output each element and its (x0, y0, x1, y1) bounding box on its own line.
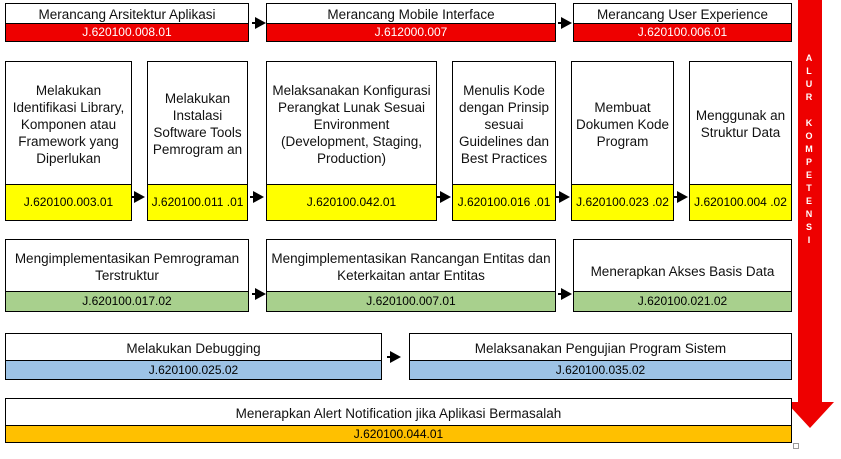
unit-title: Melakukan Identifikasi Library, Komponen… (12, 82, 125, 166)
unit-box-row1-3: Merancang User Experience J.620100.006.0… (573, 3, 792, 42)
unit-code: J.620100.017.02 (6, 291, 248, 311)
unit-title: Menulis Kode dengan Prinsip sesuai Guide… (458, 82, 550, 166)
flow-arrow (387, 351, 401, 363)
unit-box-row2-3: Melaksanakan Konfigurasi Perangkat Lunak… (266, 61, 437, 221)
unit-box-row4-1: Melakukan Debugging J.620100.025.02 (5, 333, 382, 380)
unit-code: J.620100.023 .02 (572, 184, 673, 220)
unit-code: J.620100.006.01 (574, 23, 791, 41)
side-label-letter: U (805, 79, 813, 89)
flow-arrow (252, 17, 266, 29)
side-label-letter: R (805, 92, 813, 102)
side-label-letter: T (806, 183, 812, 193)
flow-arrow (250, 191, 264, 203)
resize-handle[interactable] (793, 443, 799, 449)
unit-title: Merancang Arsitektur Aplikasi (38, 7, 216, 22)
side-label-letter: N (805, 209, 813, 219)
side-label-letter: E (805, 170, 812, 180)
unit-box-row3-1: Mengimplementasikan Pemrograman Terstruk… (5, 239, 249, 312)
side-label-letter: L (806, 66, 812, 76)
side-label-letter: M (805, 144, 813, 154)
alur-kompetensi-arrow (786, 0, 834, 428)
unit-title: Mengimplementasikan Rancangan Entitas da… (271, 250, 551, 283)
unit-title: Membuat Dokumen Kode Program (575, 99, 670, 149)
unit-title: Menggunak an Struktur Data (695, 108, 786, 140)
unit-code: J.620100.008.01 (6, 23, 248, 41)
unit-title: Mengimplementasikan Pemrograman Terstruk… (14, 250, 240, 283)
flow-arrow (131, 191, 145, 203)
unit-box-row2-6: Menggunak an Struktur Data J.620100.004 … (689, 61, 792, 221)
unit-title: Melakukan Instalasi Software Tools Pemro… (152, 91, 243, 157)
unit-box-row2-4: Menulis Kode dengan Prinsip sesuai Guide… (452, 61, 556, 221)
unit-code: J.620100.007.01 (267, 291, 555, 311)
flow-arrow (252, 288, 266, 300)
unit-box-row2-2: Melakukan Instalasi Software Tools Pemro… (147, 61, 248, 221)
side-label-letter: O (805, 131, 813, 141)
unit-code: J.620100.011 .01 (148, 184, 247, 220)
unit-code: J.620100.025.02 (6, 360, 381, 379)
unit-title: Merancang User Experience (596, 7, 769, 22)
unit-box-row1-2: Merancang Mobile Interface J.612000.007 (266, 3, 556, 42)
unit-box-row3-2: Mengimplementasikan Rancangan Entitas da… (266, 239, 556, 312)
unit-title: Melakukan Debugging (126, 340, 261, 356)
flow-arrow (437, 191, 451, 203)
unit-box-row1-1: Merancang Arsitektur Aplikasi J.620100.0… (5, 3, 249, 42)
flow-arrow (556, 191, 570, 203)
unit-title: Merancang Mobile Interface (327, 7, 495, 22)
unit-title: Menerapkan Akses Basis Data (590, 264, 775, 279)
flow-arrow (558, 288, 572, 300)
unit-box-row3-3: Menerapkan Akses Basis Data J.620100.021… (573, 239, 792, 312)
side-label-letter: E (805, 196, 812, 206)
flow-arrow (674, 191, 688, 203)
unit-code: J.620100.016 .01 (453, 184, 555, 220)
unit-title: Melaksanakan Pengujian Program Sistem (474, 340, 727, 356)
side-label-letter: K (805, 118, 813, 128)
unit-code: J.620100.042.01 (267, 184, 436, 220)
unit-title: Menerapkan Alert Notification jika Aplik… (235, 405, 562, 421)
unit-code: J.620100.003.01 (6, 184, 131, 220)
unit-box-row4-2: Melaksanakan Pengujian Program Sistem J.… (409, 333, 792, 380)
flow-arrow (558, 17, 572, 29)
unit-code: J.620100.004 .02 (690, 184, 791, 220)
side-label-letter: P (805, 157, 812, 167)
unit-box-row5-1: Menerapkan Alert Notification jika Aplik… (5, 398, 792, 443)
unit-title: Melaksanakan Konfigurasi Perangkat Lunak… (272, 82, 431, 166)
unit-box-row2-1: Melakukan Identifikasi Library, Komponen… (5, 61, 132, 221)
unit-code: J.620100.021.02 (574, 291, 791, 311)
unit-box-row2-5: Membuat Dokumen Kode Program J.620100.02… (571, 61, 674, 221)
unit-code: J.620100.044.01 (6, 425, 791, 442)
side-label-letter: A (805, 53, 813, 63)
side-label-letter: I (807, 235, 811, 245)
unit-code: J.612000.007 (267, 23, 555, 41)
unit-code: J.620100.035.02 (410, 360, 791, 379)
side-label-letter: S (805, 222, 812, 232)
side-label-letter (797, 104, 821, 117)
